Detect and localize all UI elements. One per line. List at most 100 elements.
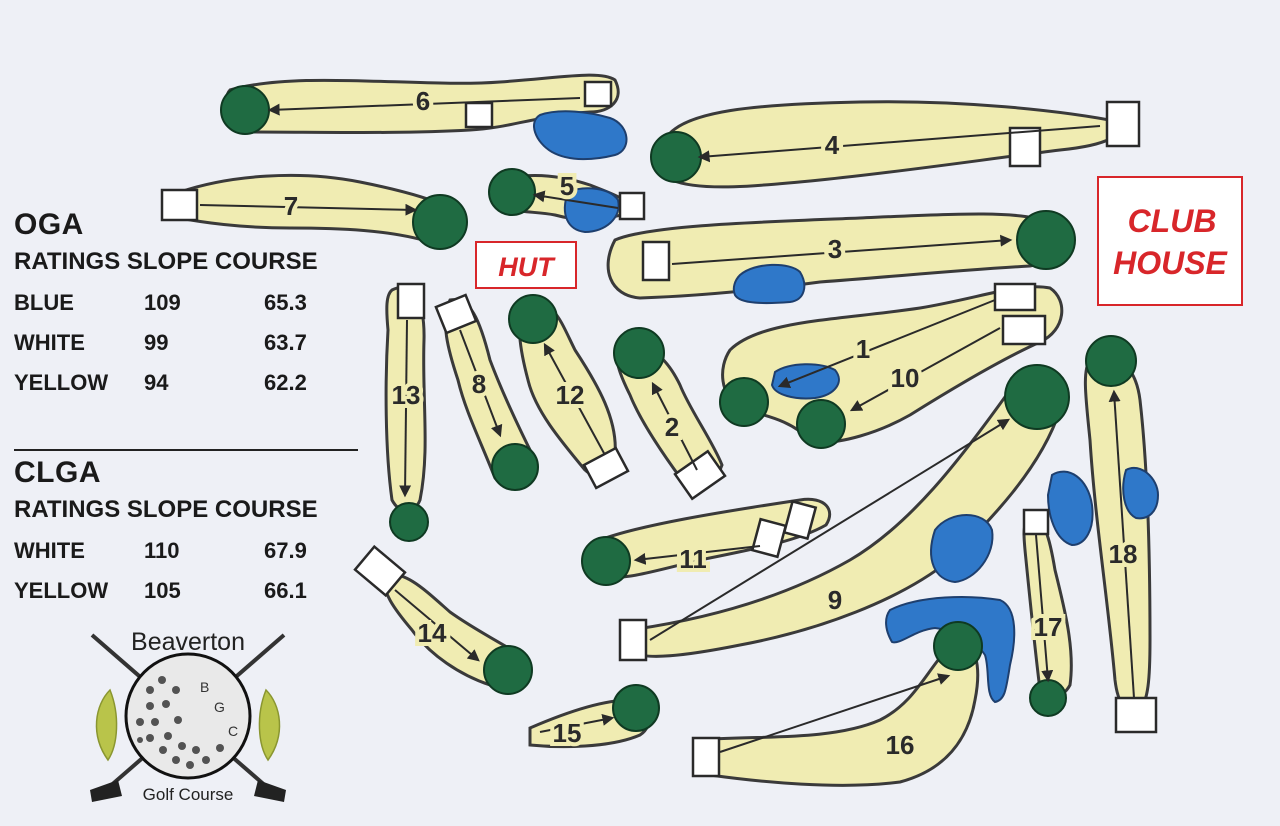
hole-number-label: 13: [392, 380, 421, 410]
tee-box: [1022, 508, 1050, 536]
green-hole-18: [1085, 335, 1137, 387]
fairway-hole-4: [660, 100, 1123, 189]
water-hazard: [563, 187, 620, 234]
slope-value: 109: [144, 290, 181, 315]
play-line-hole-18: [1108, 389, 1135, 699]
green-hole-15: [612, 684, 660, 732]
tee-box: [618, 618, 648, 662]
course-value: 67.9: [264, 538, 307, 563]
play-line-hole-1: [777, 299, 996, 389]
tee-name: YELLOW: [14, 578, 109, 603]
hole-number-label: 7: [284, 191, 298, 221]
green-hole-7: [412, 194, 468, 250]
hole-number-label: 9: [828, 585, 842, 615]
slope-value: 94: [144, 370, 169, 395]
clga-header: RATINGS SLOPE COURSE: [14, 496, 318, 523]
hole-number-label: 16: [886, 730, 915, 760]
laurel-right-icon: [258, 688, 281, 762]
green-hole-12: [508, 294, 558, 344]
tee-box: [993, 282, 1037, 312]
slope-value: 110: [144, 538, 180, 563]
tee-box: [1114, 696, 1158, 734]
oga-header: RATINGS SLOPE COURSE: [14, 248, 318, 275]
logo-initial: B: [200, 679, 209, 695]
green-hole-3: [1016, 210, 1076, 270]
play-line-hole-5: [532, 190, 619, 209]
hole-number-label: 18: [1109, 539, 1138, 569]
hole-number-label: 11: [679, 544, 707, 574]
course-value: 62.2: [264, 370, 307, 395]
hut-label: HUT: [498, 252, 556, 282]
tee-box: [1001, 314, 1047, 346]
play-line-hole-8: [459, 329, 503, 438]
water-hazard: [930, 514, 994, 584]
play-line-hole-16: [719, 673, 951, 753]
water-hazard: [533, 110, 628, 161]
hole-number-label: 14: [418, 618, 447, 648]
green-hole-1: [719, 377, 769, 427]
oga-title: OGA: [14, 208, 84, 241]
course-value: 66.1: [264, 578, 307, 603]
golf-ball-icon: [124, 652, 252, 780]
play-line-hole-14: [394, 589, 480, 662]
clubhouse-building: CLUB HOUSE: [1097, 176, 1243, 306]
water-hazard: [885, 596, 1016, 704]
green-hole-8: [491, 443, 539, 491]
logo-subtitle: Golf Course: [143, 785, 234, 804]
green-hole-16: [933, 621, 983, 671]
slope-value: 99: [144, 330, 169, 355]
play-line-hole-17: [1035, 534, 1054, 683]
water-hazard: [732, 263, 806, 305]
tee-box: [618, 191, 646, 221]
hole-number-label: 2: [665, 412, 679, 442]
green-hole-6: [220, 85, 270, 135]
ratings-divider: [14, 449, 358, 451]
tee-box: [1105, 100, 1141, 148]
tee-box: [750, 517, 788, 559]
clga-row: WHITE 110 67.9: [14, 538, 344, 564]
tee-box: [691, 736, 721, 778]
play-line-hole-15: [539, 713, 615, 733]
green-hole-17: [1029, 679, 1067, 717]
green-hole-2: [613, 327, 665, 379]
hole-number-label: 10: [891, 363, 920, 393]
course-value: 63.7: [264, 330, 307, 355]
tee-box: [583, 80, 613, 108]
tee-box: [641, 240, 671, 282]
logo-initial: G: [214, 699, 225, 715]
slope-value: 105: [144, 578, 181, 603]
tee-name: YELLOW: [14, 370, 109, 395]
oga-row: YELLOW 94 62.2: [14, 370, 344, 396]
tee-name: WHITE: [14, 538, 85, 563]
fairway-hole-3: [606, 212, 1057, 300]
hut-building: HUT: [475, 241, 577, 289]
water-hazard: [1122, 467, 1160, 520]
tee-name: WHITE: [14, 330, 85, 355]
hole-number-label: 12: [556, 380, 585, 410]
tee-name: BLUE: [14, 290, 74, 315]
clubhouse-label-line2: HOUSE: [1113, 245, 1228, 281]
play-line-hole-9: [649, 418, 1011, 641]
green-hole-4: [650, 131, 702, 183]
green-hole-13: [389, 502, 429, 542]
hole-number-label: 17: [1034, 612, 1063, 642]
clga-title: CLGA: [14, 456, 101, 489]
tee-box: [673, 449, 727, 501]
play-line-hole-4: [697, 125, 1101, 163]
oga-ratings-panel: OGA RATINGS SLOPE COURSE BLUE 109 65.3 W…: [14, 208, 344, 396]
tee-box: [353, 544, 407, 598]
clga-ratings-panel: CLGA RATINGS SLOPE COURSE WHITE 110 67.9…: [14, 456, 344, 604]
oga-row: WHITE 99 63.7: [14, 330, 344, 356]
tee-box: [582, 446, 630, 490]
tee-box: [434, 293, 478, 335]
play-line-hole-11: [633, 545, 761, 565]
play-line-hole-7: [199, 203, 418, 216]
water-hazard: [1046, 470, 1094, 547]
hole-number-label: 6: [416, 86, 430, 116]
hole-number-label: 1: [856, 334, 870, 364]
logo-initial: C: [228, 723, 238, 739]
tee-box: [1008, 126, 1042, 168]
hole-number-label: 5: [560, 171, 574, 201]
hole-number-label: 8: [472, 369, 486, 399]
